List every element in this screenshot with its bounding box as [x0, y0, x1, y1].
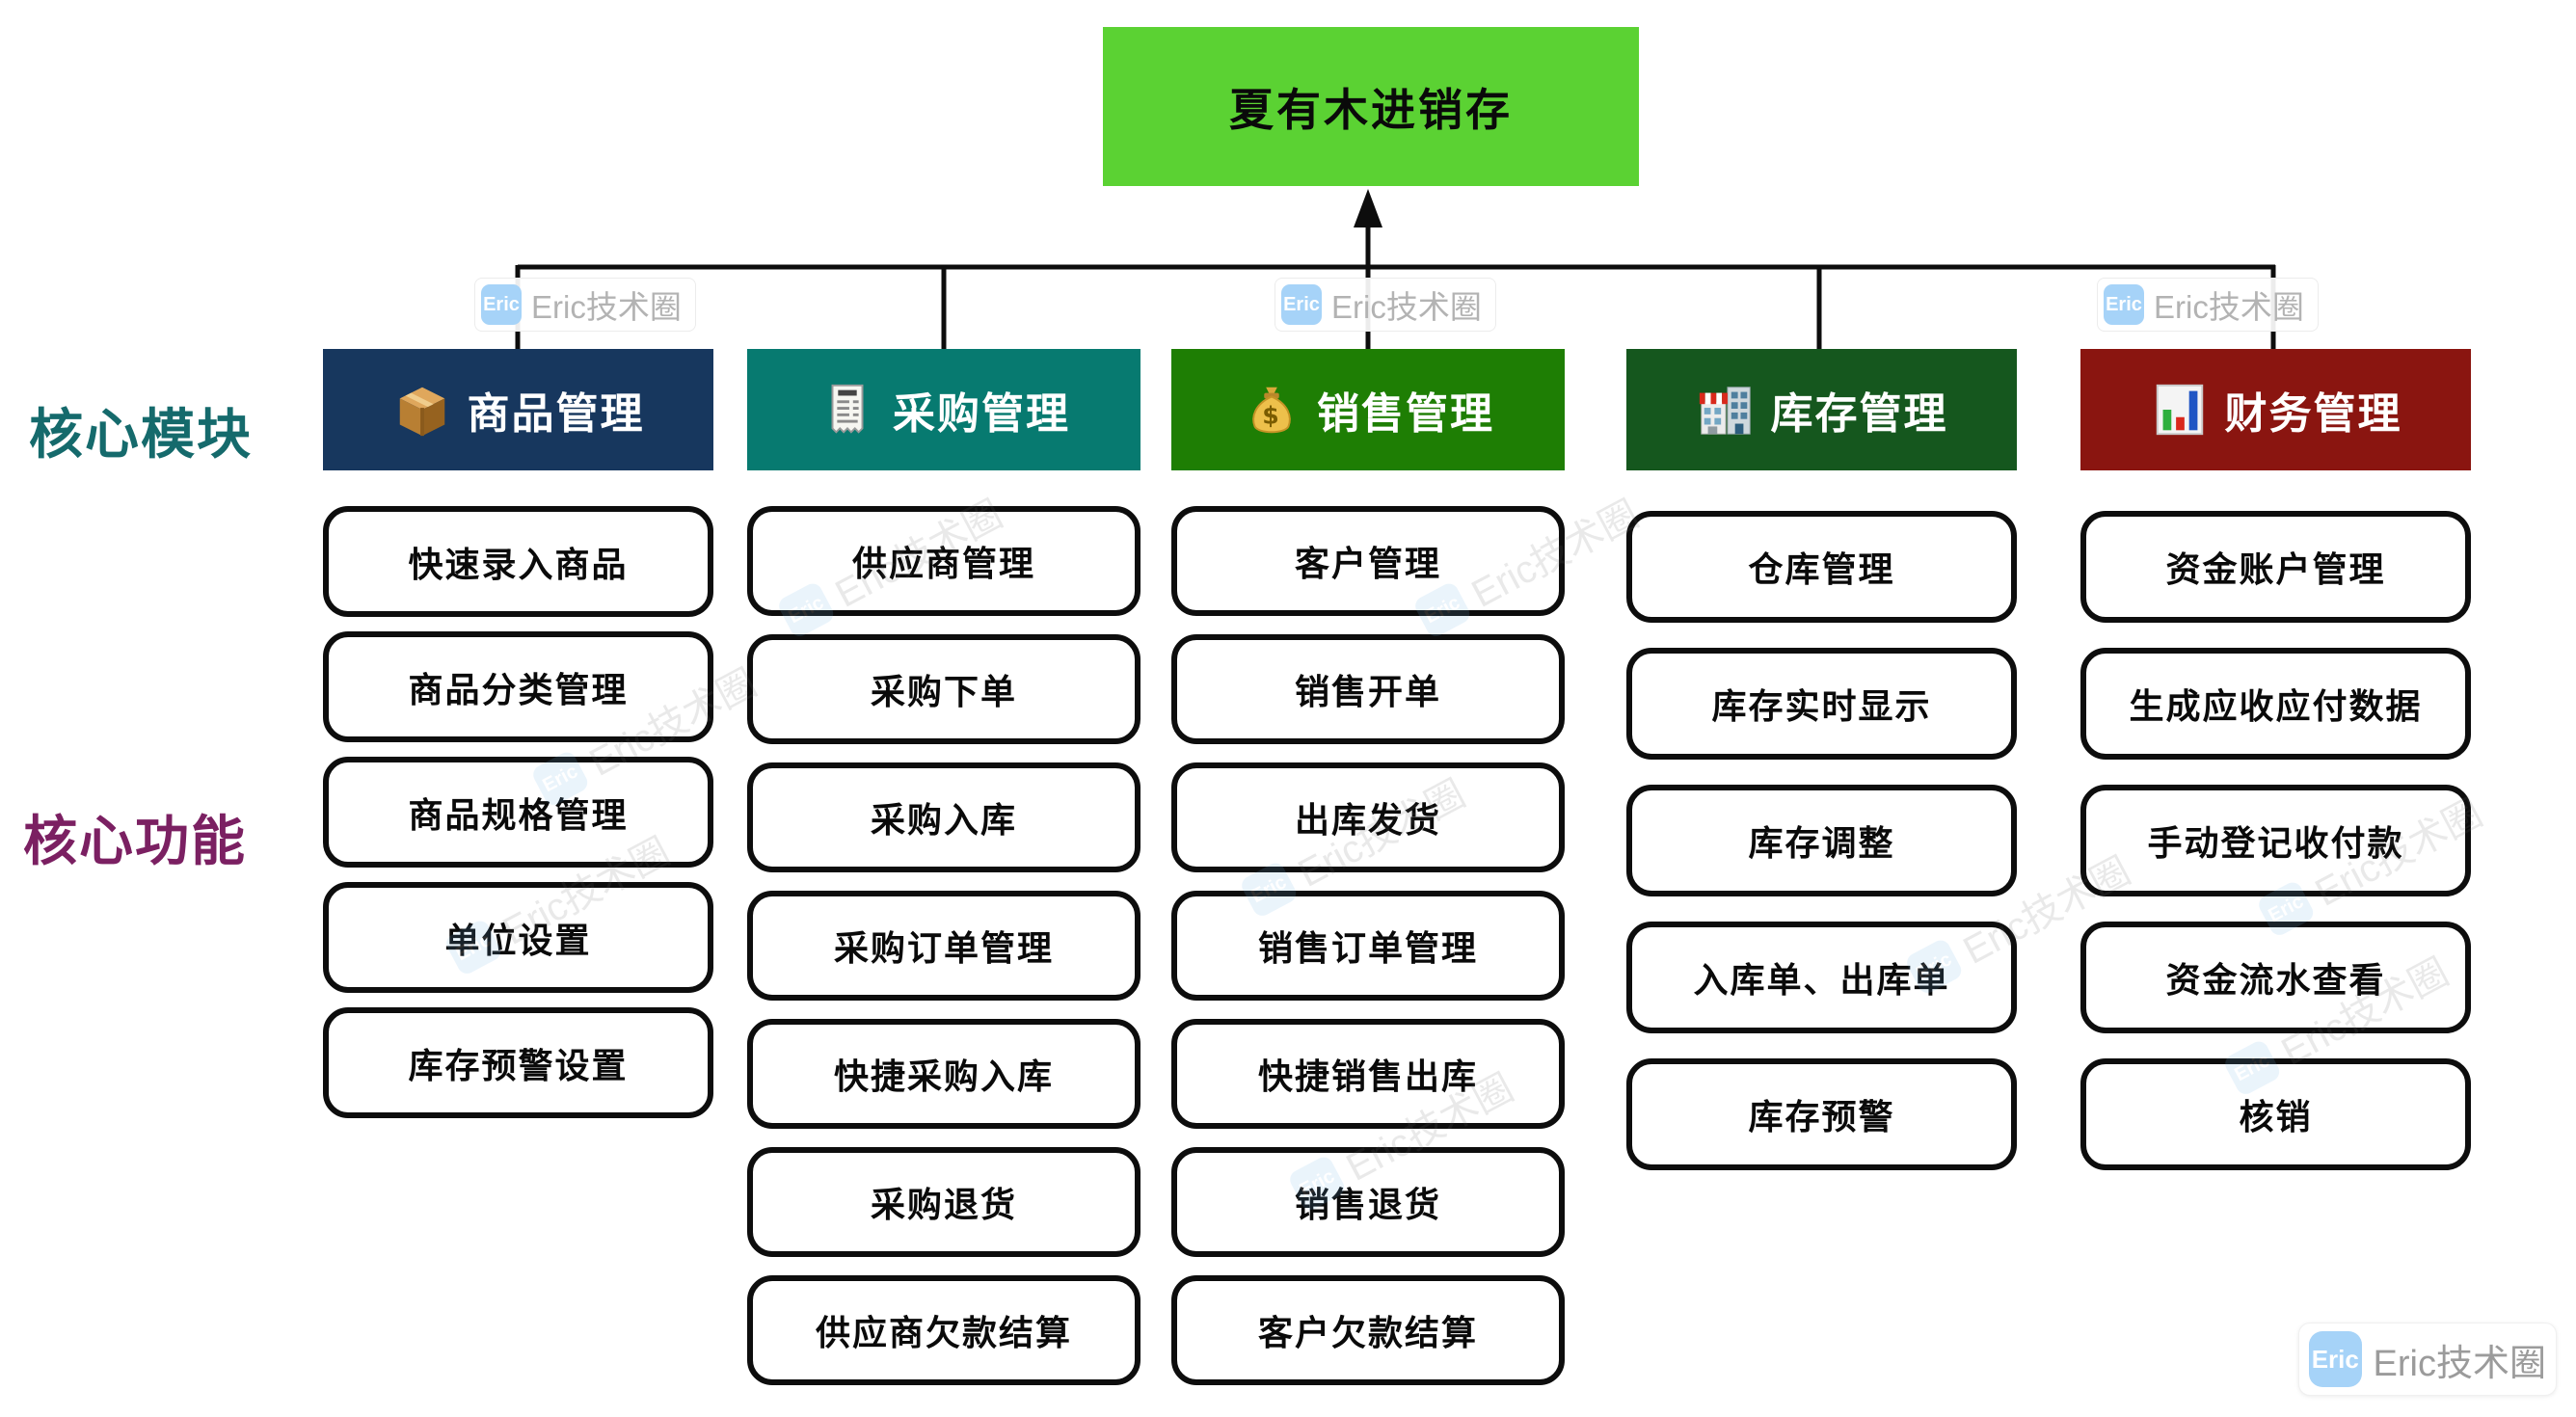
store-building-icon	[1696, 380, 1756, 440]
feature-box: 采购订单管理	[747, 891, 1140, 1001]
feature-box: 快捷销售出库	[1171, 1019, 1565, 1129]
feature-box: 出库发货	[1171, 762, 1565, 872]
svg-text:$: $	[1262, 402, 1280, 430]
bar-chart-icon	[2150, 380, 2210, 440]
watermark-label: Eric技术圈	[531, 289, 682, 325]
column-header-1: 商品管理	[323, 349, 713, 470]
feature-box: 商品分类管理	[323, 631, 713, 742]
column-header-label: 销售管理	[1317, 390, 1494, 438]
feature-box: 商品规格管理	[323, 757, 713, 868]
column-header-label: 采购管理	[893, 390, 1070, 438]
feature-box: 销售退货	[1171, 1147, 1565, 1257]
eric-badge-icon: Eric	[2309, 1331, 2362, 1387]
receipt-icon	[818, 380, 877, 440]
feature-box: 快速录入商品	[323, 506, 713, 617]
brand-logo-label: Eric技术圈	[2373, 1343, 2546, 1384]
root-node: 夏有木进销存	[1103, 27, 1639, 186]
feature-box: 采购入库	[747, 762, 1140, 872]
eric-badge-icon: Eric	[481, 284, 522, 325]
eric-badge-icon: Eric	[1281, 284, 1322, 325]
money-bag-icon: $	[1242, 380, 1301, 440]
watermark-card: Eric Eric技术圈	[2097, 278, 2319, 332]
feature-box: 快捷采购入库	[747, 1019, 1140, 1129]
feature-box: 资金账户管理	[2080, 511, 2471, 623]
column-header-5: 财务管理	[2080, 349, 2471, 470]
feature-box: 库存实时显示	[1626, 648, 2017, 760]
arrow-up-icon	[1354, 189, 1382, 227]
feature-box: 库存预警设置	[323, 1007, 713, 1118]
feature-box: 供应商管理	[747, 506, 1140, 616]
feature-box: 采购退货	[747, 1147, 1140, 1257]
column-header-4: 库存管理	[1626, 349, 2017, 470]
feature-box: 生成应收应付数据	[2080, 648, 2471, 760]
column-header-label: 商品管理	[467, 390, 645, 438]
watermark-label: Eric技术圈	[1331, 289, 1482, 325]
row-label-core-modules: 核心模块	[29, 404, 253, 465]
column-header-2: 采购管理	[747, 349, 1140, 470]
feature-box: 销售订单管理	[1171, 891, 1565, 1001]
row-label-core-functions: 核心功能	[23, 811, 247, 871]
eric-badge-icon: Eric	[2104, 284, 2144, 325]
column-header-label: 财务管理	[2224, 390, 2402, 438]
package-icon	[392, 380, 452, 440]
feature-box: 单位设置	[323, 882, 713, 993]
column-header-3: $ 销售管理	[1171, 349, 1565, 470]
feature-box: 客户管理	[1171, 506, 1565, 616]
brand-logo-card: Eric Eric技术圈	[2298, 1323, 2557, 1396]
feature-box: 库存预警	[1626, 1058, 2017, 1170]
feature-box: 手动登记收付款	[2080, 785, 2471, 896]
feature-box: 供应商欠款结算	[747, 1275, 1140, 1385]
column-header-label: 库存管理	[1770, 390, 1948, 438]
feature-box: 核销	[2080, 1058, 2471, 1170]
feature-box: 库存调整	[1626, 785, 2017, 896]
feature-box: 采购下单	[747, 634, 1140, 744]
feature-box: 客户欠款结算	[1171, 1275, 1565, 1385]
feature-box: 销售开单	[1171, 634, 1565, 744]
feature-box: 入库单、出库单	[1626, 922, 2017, 1033]
feature-box: 资金流水查看	[2080, 922, 2471, 1033]
feature-box: 仓库管理	[1626, 511, 2017, 623]
watermark-label: Eric技术圈	[2154, 289, 2304, 325]
